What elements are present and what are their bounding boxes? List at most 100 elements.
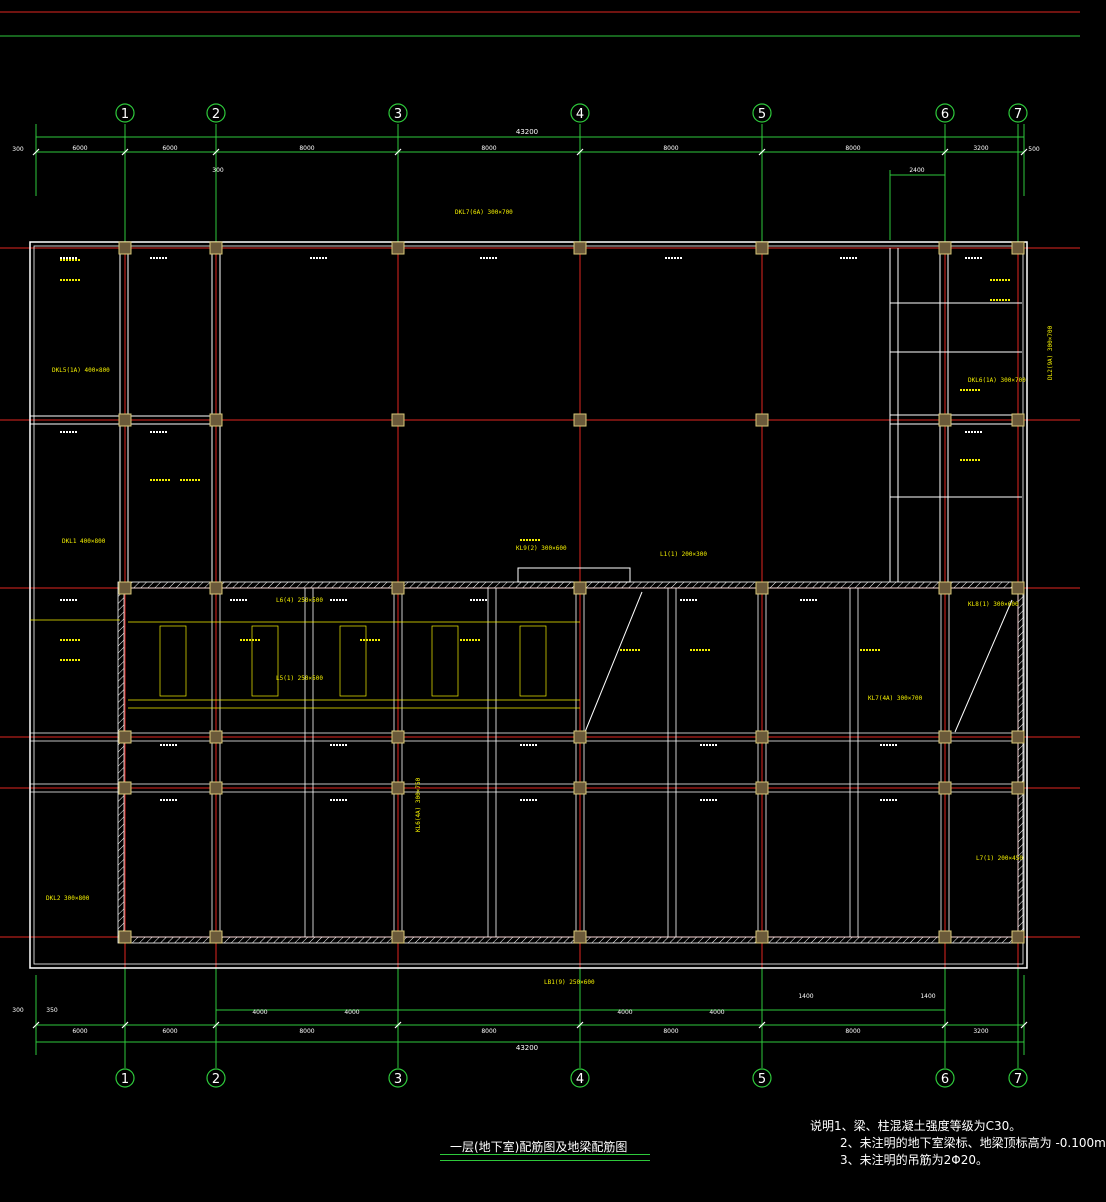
basement-wall-bottom <box>117 936 1019 944</box>
axis-bubble-label: 4 <box>576 107 584 122</box>
dimension-lines <box>32 124 1028 1055</box>
beam-label-b11: DKL2 300×800 <box>46 895 90 902</box>
tick-top-6 <box>941 148 949 156</box>
axis-bubble-label: 1 <box>121 1072 129 1087</box>
axis-bubble-label: 7 <box>1014 107 1022 122</box>
column <box>938 781 952 795</box>
stair-pit <box>517 567 631 583</box>
drawing-title: 一层(地下室)配筋图及地梁配筋图 <box>450 1140 628 1154</box>
axis-bubble-7-bottom[interactable]: 7 <box>1008 1068 1028 1088</box>
axis-bubble-label: 4 <box>576 1072 584 1087</box>
column <box>209 930 223 944</box>
axis-bubbles[interactable]: 1 1 2 2 3 3 4 4 5 5 6 6 7 7 <box>115 103 1028 1088</box>
tick-top-0 <box>32 148 40 156</box>
axis-bubble-4-top[interactable]: 4 <box>570 103 590 123</box>
axis-bubble-5-bottom[interactable]: 5 <box>752 1068 772 1088</box>
column <box>1011 413 1025 427</box>
dim-text-span-top-3: 8000 <box>481 145 496 152</box>
beam-box-1 <box>251 625 279 697</box>
axis-bubble-7-top[interactable]: 7 <box>1008 103 1028 123</box>
beam-box-2 <box>339 625 367 697</box>
beam-label-b8: KL7(4A) 300×700 <box>868 695 923 702</box>
axis-bubble-label: 3 <box>394 107 402 122</box>
axis-bubble-label: 2 <box>212 107 220 122</box>
column <box>755 581 769 595</box>
dim-text-span-bottom-5: 8000 <box>845 1028 860 1035</box>
tick-bottom-7 <box>1020 1021 1028 1029</box>
axis-bubble-3-bottom[interactable]: 3 <box>388 1068 408 1088</box>
column <box>755 241 769 255</box>
axis-bubble-5-top[interactable]: 5 <box>752 103 772 123</box>
axis-bubble-4-bottom[interactable]: 4 <box>570 1068 590 1088</box>
column <box>1011 241 1025 255</box>
beam-label-b7: L5(1) 250×500 <box>276 675 323 682</box>
dim-text-bay-3: 4000 <box>709 1009 724 1016</box>
column <box>755 781 769 795</box>
column <box>755 930 769 944</box>
dim-text-bay-0: 4000 <box>252 1009 267 1016</box>
dim-text-span-top-0: 6000 <box>72 145 87 152</box>
dim-text-span-top-2: 8000 <box>299 145 314 152</box>
axis-bubble-3-top[interactable]: 3 <box>388 103 408 123</box>
axis-bubble-label: 5 <box>758 107 766 122</box>
column <box>573 241 587 255</box>
axis-bubble-label: 6 <box>941 107 949 122</box>
dim-text-2400: 2400 <box>909 167 924 174</box>
column <box>391 781 405 795</box>
column <box>938 730 952 744</box>
column <box>938 930 952 944</box>
column <box>118 930 132 944</box>
axis-bubble-circle <box>206 103 226 123</box>
walls <box>29 241 1028 969</box>
tick-bottom-2 <box>212 1021 220 1029</box>
beam-label-b2: KL9(2) 300×600 <box>516 545 567 552</box>
column <box>209 730 223 744</box>
tick-bottom-4 <box>576 1021 584 1029</box>
axis-bubble-2-top[interactable]: 2 <box>206 103 226 123</box>
dim-text-bay-1: 4000 <box>344 1009 359 1016</box>
beam-label-b13: KL6(4A) 300×750 <box>415 777 422 832</box>
axis-bubble-label: 7 <box>1014 1072 1022 1087</box>
tick-bottom-3 <box>394 1021 402 1029</box>
axis-bubble-1-bottom[interactable]: 1 <box>115 1068 135 1088</box>
tick-bottom-0 <box>32 1021 40 1029</box>
column <box>118 413 132 427</box>
column <box>118 781 132 795</box>
axis-bubble-6-top[interactable]: 6 <box>935 103 955 123</box>
dim-text-span-top-4: 8000 <box>663 145 678 152</box>
column <box>118 581 132 595</box>
axis-bubble-circle <box>935 103 955 123</box>
axis-bubble-circle <box>115 1068 135 1088</box>
column <box>209 781 223 795</box>
stair-diagonal-1 <box>584 591 643 733</box>
column <box>209 413 223 427</box>
dim-text-span-bottom-3: 8000 <box>481 1028 496 1035</box>
basement-wall-right <box>1017 587 1025 938</box>
dim-text-350: 350 <box>46 1007 58 1014</box>
dim-text-span-bottom-0: 6000 <box>72 1028 87 1035</box>
tick-bottom-6 <box>941 1021 949 1029</box>
column <box>391 241 405 255</box>
axis-bubble-circle <box>206 1068 226 1088</box>
dim-text-1400-a: 1400 <box>798 993 813 1000</box>
beam-box-3 <box>431 625 459 697</box>
axis-bubble-6-bottom[interactable]: 6 <box>935 1068 955 1088</box>
axis-bubble-label: 6 <box>941 1072 949 1087</box>
tick-top-5 <box>758 148 766 156</box>
beam-box-0 <box>159 625 187 697</box>
column <box>391 930 405 944</box>
beam-label-b10: L7(1) 200×450 <box>976 855 1023 862</box>
column <box>573 781 587 795</box>
column <box>1011 781 1025 795</box>
column <box>938 241 952 255</box>
axis-bubble-2-bottom[interactable]: 2 <box>206 1068 226 1088</box>
dim-text-edge-right-top: 500 <box>1028 146 1040 153</box>
title-underline <box>440 1154 650 1161</box>
column <box>1011 581 1025 595</box>
column <box>573 413 587 427</box>
tick-top-2 <box>212 148 220 156</box>
column <box>118 241 132 255</box>
tick-bottom-1 <box>121 1021 129 1029</box>
axis-bubble-1-top[interactable]: 1 <box>115 103 135 123</box>
